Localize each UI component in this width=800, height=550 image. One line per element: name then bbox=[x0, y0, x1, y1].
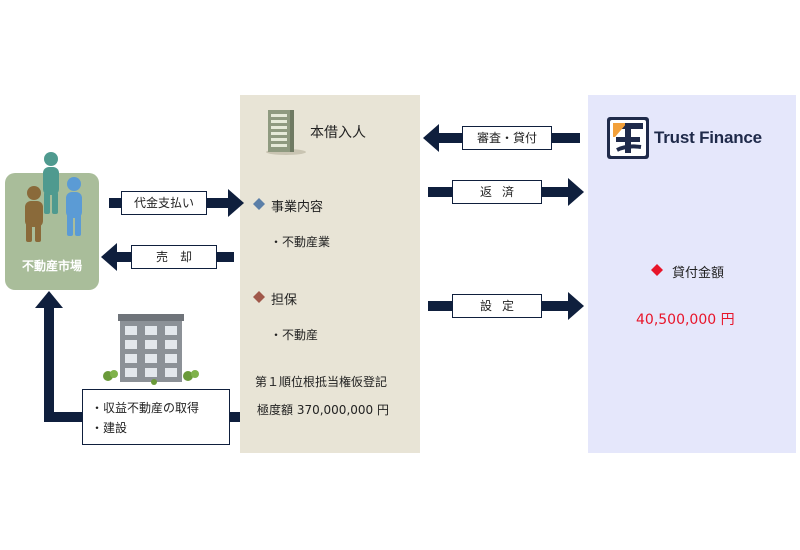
registration-line-1: 第１順位根抵当権仮登記 bbox=[255, 375, 388, 389]
sale-label: 売 却 bbox=[131, 245, 217, 269]
borrower-title: 本借入人 bbox=[310, 125, 366, 141]
office-building-icon bbox=[266, 110, 306, 155]
acquisition-box: ・収益不動産の取得 ・建設 bbox=[82, 389, 230, 445]
acquisition-item: ・収益不動産の取得 bbox=[91, 401, 200, 415]
acquisition-item: ・建設 bbox=[91, 421, 128, 435]
acquisition-loop-arrow bbox=[35, 291, 240, 422]
apartment-building-icon bbox=[103, 314, 199, 385]
borrower-box bbox=[240, 95, 420, 453]
registration-line-2: 極度額 370,000,000 円 bbox=[257, 403, 389, 417]
review-loan-label: 審査・貸付 bbox=[462, 126, 552, 150]
collateral-heading: 担保 bbox=[271, 293, 298, 308]
loan-diamond-icon bbox=[651, 264, 663, 276]
setting-label: 設定 bbox=[452, 294, 542, 318]
loan-label: 貸付金額 bbox=[672, 266, 725, 281]
payment-label: 代金支払い bbox=[121, 191, 207, 215]
collateral-item: ・不動産 bbox=[270, 328, 319, 342]
business-item: ・不動産業 bbox=[270, 235, 331, 249]
lender-name: Trust Finance bbox=[654, 128, 762, 147]
collateral-diamond-icon bbox=[253, 291, 265, 303]
business-diamond-icon bbox=[253, 198, 265, 210]
loan-amount: 40,500,000 円 bbox=[636, 312, 735, 328]
people-icon bbox=[25, 152, 82, 242]
repayment-label: 返済 bbox=[452, 180, 542, 204]
market-label: 不動産市場 bbox=[21, 259, 82, 273]
business-heading: 事業内容 bbox=[271, 200, 324, 215]
trust-finance-logo-icon bbox=[607, 117, 649, 159]
